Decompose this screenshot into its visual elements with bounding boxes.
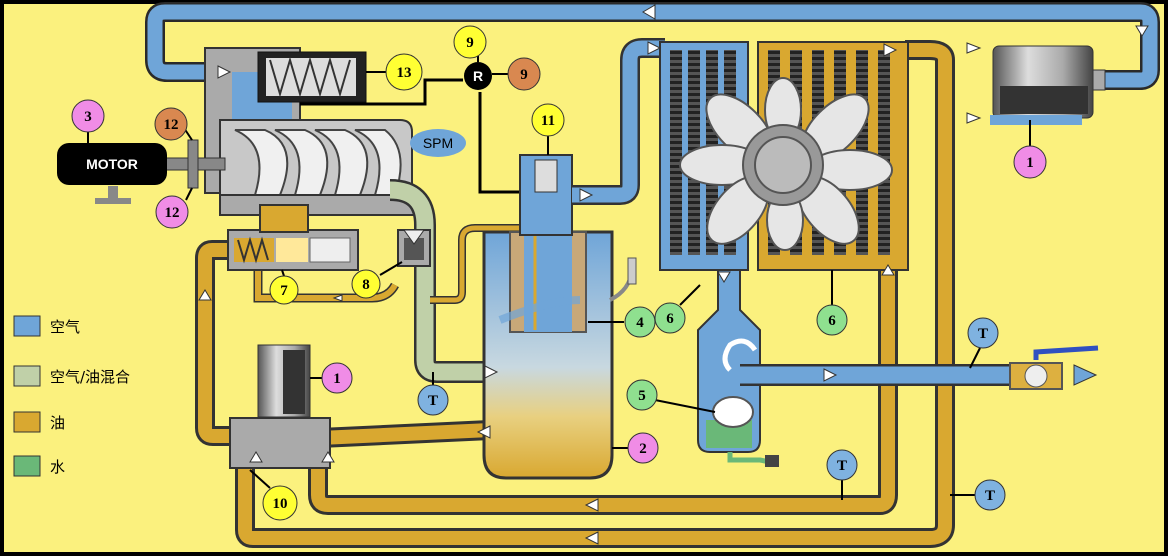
separator-head	[519, 38, 665, 236]
callout-10: 10	[249, 469, 298, 521]
callout-1-intake: 1	[1013, 120, 1047, 179]
temp-sensor-tank-label: T	[428, 393, 438, 409]
legend-swatch-water	[13, 455, 41, 477]
spm-label: SPM	[423, 135, 453, 151]
legend-swatch-air	[13, 315, 41, 337]
legend-item-oil: 油	[13, 411, 65, 433]
spm-ellipse: SPM	[410, 129, 466, 157]
legend-label-air: 空气	[50, 318, 80, 336]
callout-12-top: 12	[154, 107, 193, 141]
motor-shaft	[95, 139, 226, 204]
intake-air-filter	[990, 45, 1106, 125]
flow-arrows	[198, 4, 1149, 545]
callout-11-label: 11	[541, 113, 555, 129]
legend-item-water: 水	[13, 455, 65, 477]
callout-2: 2	[612, 432, 659, 464]
callout-6-right-label: 6	[828, 313, 836, 329]
callout-3-label: 3	[84, 109, 92, 125]
callout-13: 13	[366, 53, 423, 91]
legend-label-oil: 油	[50, 414, 65, 432]
callout-10-label: 10	[273, 496, 288, 512]
water-separator	[697, 269, 779, 467]
callout-6-left-label: 6	[666, 311, 674, 327]
callout-8-label: 8	[362, 277, 370, 293]
callout-4: 4	[588, 306, 656, 338]
callout-9-side: 9	[492, 57, 541, 91]
callout-9-side-label: 9	[520, 67, 528, 83]
callout-7: 7	[269, 269, 299, 305]
legend-item-mix: 空气/油混合	[13, 365, 130, 387]
callout-8: 8	[351, 261, 403, 299]
inlet-valve-cylinder	[257, 51, 367, 103]
callout-5: 5	[626, 379, 716, 413]
callout-1-filter: 1	[310, 362, 353, 394]
temp-sensor-oil-main: T	[950, 479, 1006, 511]
regulator-label: R	[473, 68, 483, 84]
control-lines	[300, 78, 520, 194]
callout-11: 11	[531, 103, 565, 155]
oil-lines	[195, 40, 955, 548]
temp-sensor-oil-return-label: T	[837, 458, 847, 474]
callout-6-left: 6	[654, 284, 701, 334]
callout-12-top-label: 12	[164, 117, 179, 133]
motor: MOTOR	[57, 143, 167, 185]
temp-sensor-outlet: T	[967, 317, 999, 369]
minimum-pressure-valve	[397, 229, 431, 267]
callout-2-label: 2	[639, 441, 647, 457]
legend-item-air: 空气	[13, 315, 80, 337]
callout-3: 3	[71, 99, 105, 143]
cooling-fan	[679, 77, 893, 251]
callout-7-label: 7	[280, 283, 288, 299]
regulator: R	[464, 62, 492, 90]
thermostatic-valve	[227, 204, 359, 271]
oil-filter	[229, 344, 331, 469]
callout-9-top-label: 9	[466, 35, 474, 51]
callout-12-bottom-label: 12	[165, 205, 180, 221]
legend-label-mix: 空气/油混合	[50, 368, 130, 386]
temp-sensor-oil-main-label: T	[985, 488, 995, 504]
legend: 空气 空气/油混合 油 水	[13, 315, 130, 477]
legend-label-water: 水	[50, 458, 65, 476]
temp-sensor-tank: T	[417, 372, 449, 416]
callout-6-right: 6	[816, 270, 848, 336]
callout-13-label: 13	[397, 65, 412, 81]
legend-swatch-mix	[13, 365, 41, 387]
callout-9-top: 9	[453, 25, 487, 62]
callout-1-filter-label: 1	[333, 371, 341, 387]
temp-sensor-oil-return: T	[826, 449, 858, 500]
callout-12-bottom: 12	[155, 187, 193, 229]
callout-5-label: 5	[638, 388, 646, 404]
legend-swatch-oil	[13, 411, 41, 433]
separator-tank	[482, 230, 637, 480]
callout-4-label: 4	[636, 315, 644, 331]
mix-discharge-pipe	[389, 179, 490, 383]
callout-1-intake-label: 1	[1026, 155, 1034, 171]
ball-valve	[1009, 345, 1099, 390]
temp-sensor-outlet-label: T	[978, 326, 988, 342]
motor-label: MOTOR	[86, 156, 138, 172]
